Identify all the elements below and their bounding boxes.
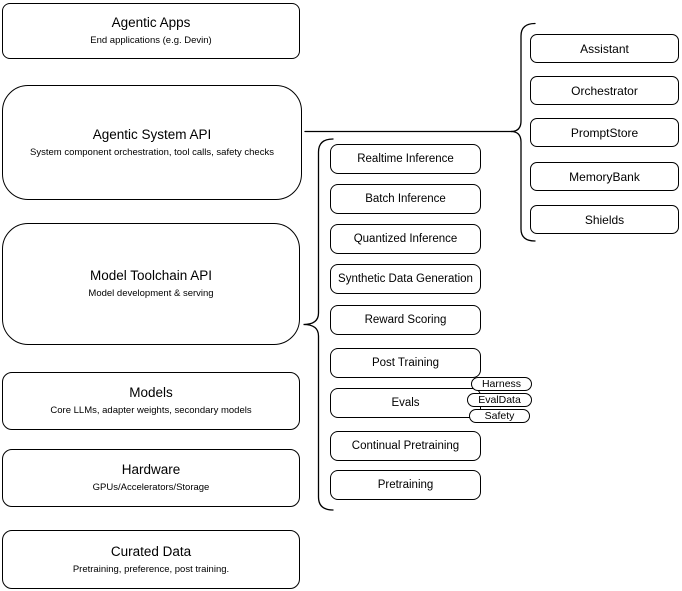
- component-label: MemoryBank: [569, 169, 640, 184]
- node-subtitle: Core LLMs, adapter weights, secondary mo…: [50, 405, 252, 416]
- node-title: Agentic Apps: [111, 15, 191, 30]
- toolchain-item-realtime-inference: Realtime Inference: [330, 144, 481, 174]
- toolchain-item-pretraining: Pretraining: [330, 470, 481, 500]
- toolchain-item-evals: Evals: [330, 388, 481, 418]
- toolchain-item-post-training: Post Training: [330, 348, 481, 378]
- evals-tag-label: EvalData: [478, 394, 521, 406]
- toolchain-item-label: Continual Pretraining: [351, 440, 460, 452]
- evals-tag-evaldata: EvalData: [467, 393, 532, 407]
- node-subtitle: Pretraining, preference, post training.: [72, 563, 230, 575]
- node-subtitle: GPUs/Accelerators/Storage: [92, 482, 210, 493]
- node-title: Curated Data: [110, 543, 192, 559]
- toolchain-item-label: Quantized Inference: [353, 233, 458, 245]
- node-hardware: Hardware GPUs/Accelerators/Storage: [2, 449, 300, 507]
- node-title: Model Toolchain API: [89, 268, 213, 283]
- node-models: Models Core LLMs, adapter weights, secon…: [2, 372, 300, 430]
- toolchain-item-label: Synthetic Data Generation: [338, 273, 473, 285]
- component-label: Assistant: [580, 41, 629, 56]
- node-agentic-system-api: Agentic System API System component orch…: [2, 85, 302, 200]
- evals-tag-label: Safety: [484, 410, 515, 422]
- toolchain-item-label: Post Training: [371, 357, 440, 369]
- node-title: Agentic System API: [92, 126, 212, 142]
- toolchain-item-quantized-inference: Quantized Inference: [330, 224, 481, 254]
- toolchain-item-label: Pretraining: [377, 479, 434, 491]
- component-assistant: Assistant: [530, 34, 679, 63]
- component-memorybank: MemoryBank: [530, 162, 679, 191]
- component-label: Orchestrator: [571, 83, 638, 98]
- node-title: Models: [129, 385, 173, 400]
- component-shields: Shields: [530, 205, 679, 234]
- toolchain-item-reward-scoring: Reward Scoring: [330, 305, 481, 335]
- node-subtitle: Model development & serving: [88, 288, 214, 299]
- evals-tag-safety: Safety: [469, 409, 530, 423]
- toolchain-item-label: Realtime Inference: [357, 153, 454, 165]
- toolchain-item-continual-pretraining: Continual Pretraining: [330, 431, 481, 461]
- node-agentic-apps: Agentic Apps End applications (e.g. Devi…: [2, 3, 300, 59]
- node-title: Hardware: [121, 462, 181, 477]
- toolchain-brace: [303, 138, 334, 511]
- component-promptstore: PromptStore: [530, 118, 679, 147]
- component-orchestrator: Orchestrator: [530, 76, 679, 105]
- toolchain-item-synthetic-data-generation: Synthetic Data Generation: [330, 264, 481, 294]
- evals-tag-harness: Harness: [471, 377, 532, 391]
- node-curated-data: Curated Data Pretraining, preference, po…: [2, 530, 300, 589]
- component-label: PromptStore: [570, 125, 639, 140]
- evals-tag-label: Harness: [481, 378, 522, 390]
- toolchain-item-batch-inference: Batch Inference: [330, 184, 481, 214]
- component-label: Shields: [584, 212, 625, 227]
- toolchain-item-label: Reward Scoring: [364, 314, 447, 326]
- toolchain-item-label: Evals: [391, 397, 420, 409]
- node-model-toolchain-api: Model Toolchain API Model development & …: [2, 223, 300, 345]
- node-subtitle: System component orchestration, tool cal…: [30, 146, 274, 158]
- node-subtitle: End applications (e.g. Devin): [90, 35, 212, 46]
- toolchain-item-label: Batch Inference: [365, 193, 446, 205]
